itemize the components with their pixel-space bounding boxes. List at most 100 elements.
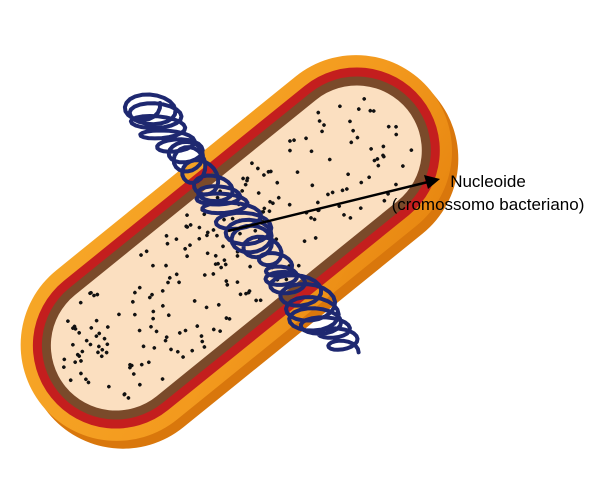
- ribosome-dot: [149, 324, 153, 329]
- ribosome-dot: [355, 135, 360, 140]
- ribosome-dot: [250, 161, 254, 165]
- ribosome-dot: [102, 336, 107, 341]
- ribosome-dot: [97, 344, 101, 349]
- ribosome-dot: [205, 233, 209, 238]
- ribosome-dot: [371, 109, 376, 113]
- ribosome-dot: [169, 347, 173, 352]
- ribosome-dot: [199, 334, 204, 338]
- ribosome-dot: [68, 378, 73, 382]
- ribosome-dot: [382, 198, 387, 203]
- arrow-right-icon: [227, 175, 440, 233]
- ribosome-dot: [137, 328, 142, 333]
- ribosome-dot: [89, 290, 93, 295]
- ribosome-dot: [104, 350, 109, 355]
- ribosome-dot: [349, 140, 354, 145]
- ribosome-dot: [185, 254, 189, 259]
- ribosome-dot: [262, 173, 266, 177]
- ribosome-dot: [394, 182, 398, 187]
- ribosome-dot: [292, 138, 296, 142]
- ribosome-dot: [165, 241, 170, 246]
- ribosome-dot: [401, 164, 405, 168]
- ribosome-dot: [348, 119, 352, 124]
- nucleoid-label-title: Nucleoide: [450, 172, 526, 191]
- ribosome-dot: [309, 216, 313, 220]
- ribosome-dot: [204, 305, 209, 310]
- ribosome-dot: [174, 272, 179, 277]
- ribosome-dot: [94, 334, 99, 338]
- ribosome-dot: [359, 180, 364, 185]
- ribosome-dot: [317, 119, 322, 123]
- ribosome-dot: [225, 283, 230, 287]
- ribosome-dot: [313, 236, 318, 240]
- ribosome-dot: [238, 231, 242, 236]
- ribosome-dot: [95, 292, 100, 297]
- ribosome-dot: [84, 338, 89, 343]
- ribosome-dot: [213, 262, 218, 266]
- ribosome-dot: [223, 262, 228, 267]
- ribosome-dot: [296, 263, 301, 268]
- ribosome-dot: [73, 360, 77, 364]
- ribosome-dot: [183, 328, 188, 333]
- ribosome-dot: [160, 289, 165, 293]
- ribosome-dot: [107, 384, 111, 389]
- ribosome-dot: [310, 183, 315, 188]
- ribosome-dot: [253, 228, 258, 233]
- ribosome-dot: [367, 175, 371, 180]
- ribosome-dot: [160, 377, 165, 381]
- ribosome-dot: [197, 225, 202, 230]
- ribosome-dot: [326, 192, 330, 197]
- ribosome-dot: [287, 202, 292, 207]
- ribosome-dot: [322, 123, 326, 127]
- ribosome-dot: [348, 216, 353, 220]
- ribosome-dot: [133, 290, 137, 295]
- ribosome-dot: [222, 217, 226, 222]
- ribosome-dot: [235, 254, 240, 258]
- ribosome-dot: [256, 166, 260, 171]
- ribosome-dot: [394, 132, 399, 137]
- ribosome-dot: [386, 124, 391, 129]
- ribosome-dot: [75, 352, 80, 357]
- nucleoid-dna: [122, 92, 361, 355]
- ribosome-dot: [181, 355, 185, 359]
- ribosome-dot: [309, 149, 314, 154]
- ribosome-dot: [88, 342, 93, 347]
- ribosome-dot: [92, 293, 96, 298]
- ribosome-dot: [137, 285, 142, 290]
- ribosome-dot: [138, 382, 142, 387]
- ribosome-dot: [139, 362, 144, 367]
- ribosome-dot: [62, 365, 66, 369]
- ribosome-dot: [224, 316, 229, 320]
- ribosome-dot: [219, 265, 223, 270]
- ribosome-dot: [316, 110, 321, 115]
- ribosome-dot: [330, 190, 335, 195]
- ribosome-dot: [224, 279, 229, 283]
- ribosome-dot: [382, 154, 386, 159]
- ribosome-dot: [375, 157, 380, 161]
- ribosome-dot: [96, 350, 100, 355]
- ribosome-dot: [254, 298, 258, 303]
- ribosome-dot: [211, 272, 216, 276]
- ribosome-dot: [175, 349, 180, 354]
- ribosome-dot: [340, 188, 345, 193]
- ribosome-dot: [188, 223, 193, 227]
- ribosome-dot: [133, 312, 137, 317]
- ribosome-dot: [151, 316, 155, 321]
- ribosome-dot: [150, 292, 154, 297]
- ribosome-dot: [238, 292, 243, 297]
- ribosome-dot: [230, 216, 235, 221]
- ribosome-dot: [163, 338, 168, 343]
- ribosome-dot: [105, 342, 110, 347]
- ribosome-dot: [147, 360, 151, 365]
- ribosome-dot: [275, 180, 280, 185]
- ribosome-dot: [106, 325, 110, 329]
- ribosome-dot: [177, 331, 182, 335]
- ribosome-dot: [190, 348, 195, 353]
- ribosome-dot: [152, 346, 157, 350]
- ribosome-dot: [177, 280, 181, 285]
- ribosome-dot: [346, 172, 350, 177]
- ribosome-dot: [154, 329, 159, 334]
- ribosome-dot: [338, 104, 342, 109]
- ribosome-dot: [164, 234, 169, 238]
- ribosome-dot: [284, 277, 289, 282]
- ribosome-dot: [205, 230, 210, 235]
